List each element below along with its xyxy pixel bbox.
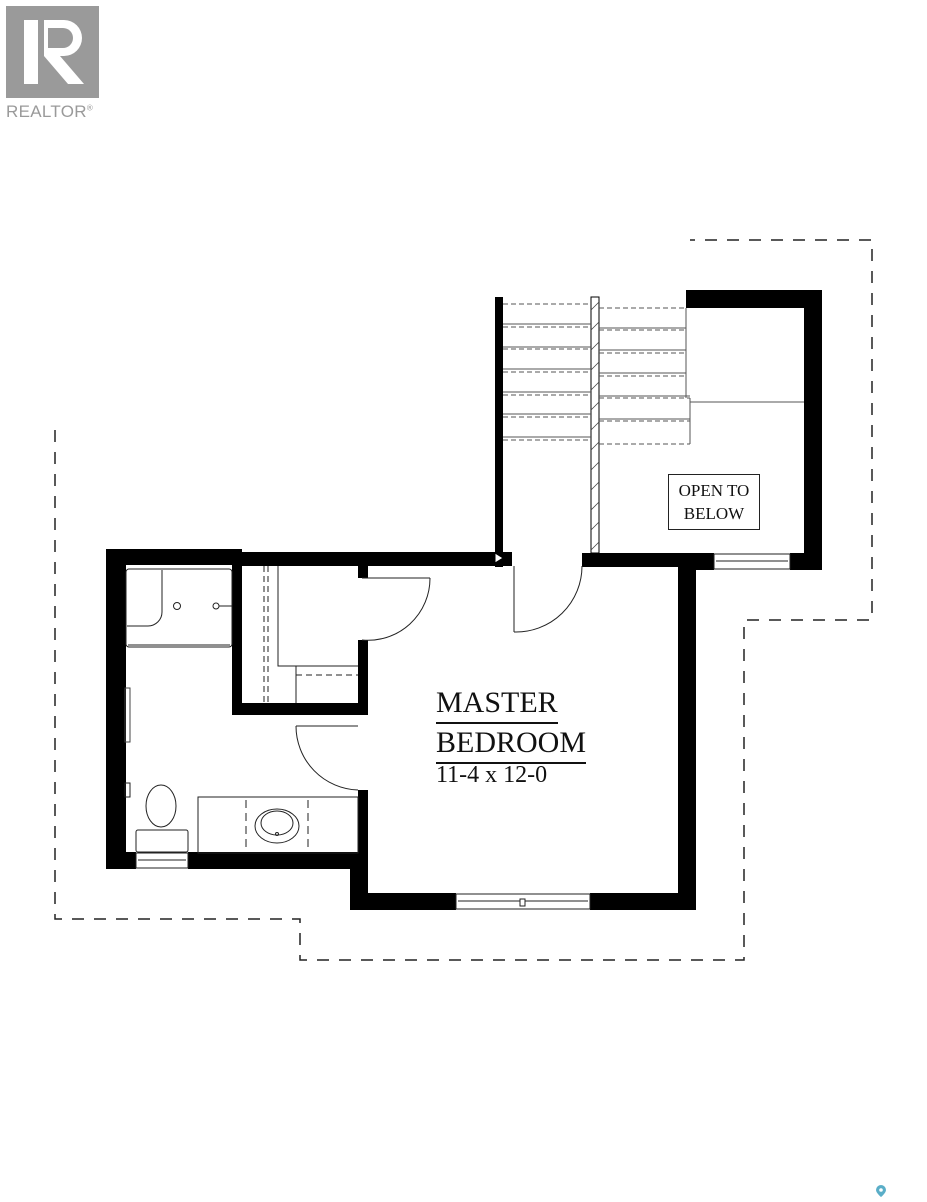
open-to-below-line1: OPEN TO [678,481,750,500]
room-name-line1: MASTER [436,684,558,724]
bedroom-door [494,552,583,633]
open-to-below-label: OPEN TO BELOW [668,474,760,530]
realtor-wordmark: REALTOR® [6,102,94,121]
shower [125,568,233,648]
room-dimensions: 11-4 x 12-0 [436,762,548,788]
room-name-master-bedroom: MASTER BEDROOM [436,684,587,764]
room-name-line2: BEDROOM [436,724,587,764]
realtor-logo: REALTOR® [6,6,100,122]
realtor-r-icon [6,6,99,98]
stair-treads [503,303,804,445]
walls [106,290,822,910]
windows [135,553,791,910]
toilet [124,782,189,853]
stair-railing [590,296,600,554]
vanity-sink [197,796,359,854]
closet [263,566,358,703]
open-to-below-line2: BELOW [683,504,745,523]
bathroom-door [295,725,359,791]
towel-bar [124,687,131,743]
closet-door [361,577,431,641]
roof-outline [54,239,873,961]
map-pin-icon [876,1184,886,1197]
